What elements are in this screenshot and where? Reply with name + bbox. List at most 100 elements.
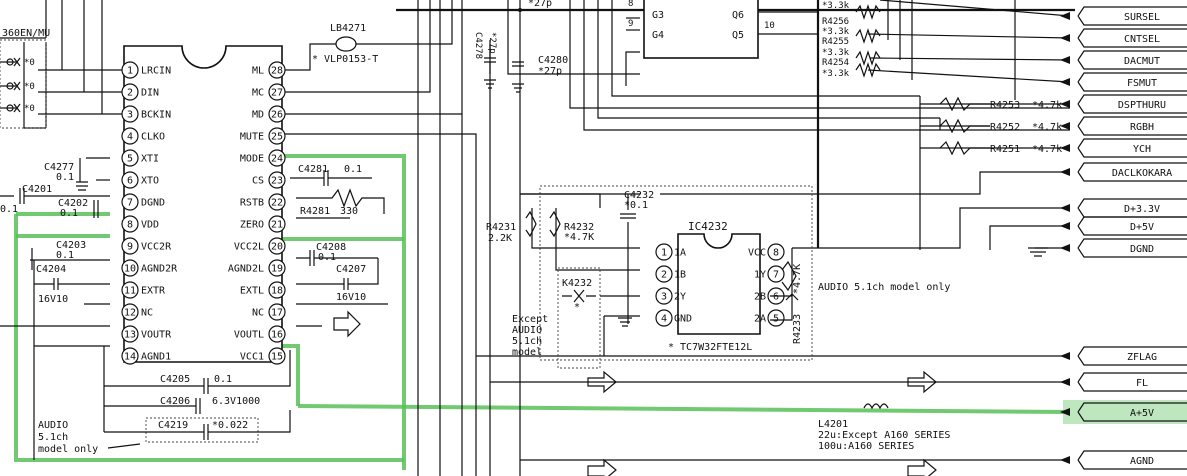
svg-text:*4.7k: *4.7k (1032, 100, 1062, 111)
svg-text:*3.3k: *3.3k (822, 69, 850, 79)
svg-text:model: model (512, 347, 542, 358)
capacitor-c4204: C4204 16V10 (0, 260, 110, 460)
connector-label: CNTSEL (1124, 34, 1160, 45)
svg-text:*3.3k: *3.3k (822, 48, 850, 58)
pin-name: 1A (674, 248, 686, 259)
capacitor-c4208: C4208 0.1 (296, 242, 378, 266)
pin-name: VCC2R (141, 242, 172, 253)
pin-number: 9 (127, 242, 133, 253)
capacitor-c4219: C4219 *0.022 (103, 346, 291, 443)
resistor-r4251: R4251 *4.7k (939, 140, 1062, 156)
capacitor-c4203: C4203 0.1 (30, 240, 110, 270)
capacitor-c4202: C4202 0.1 (58, 198, 99, 219)
pin-number: 1 (127, 66, 133, 77)
pin-name: CS (252, 176, 264, 187)
connector-label: A+5V (1130, 408, 1154, 419)
capacitor-c4278: C4278 *27p (473, 32, 497, 89)
connector-label: SURSEL (1124, 12, 1160, 23)
svg-text:22u:Except A160 SERIES: 22u:Except A160 SERIES (818, 430, 950, 441)
resistor-r4281: R4281 330 (296, 188, 385, 219)
svg-text:C4219: C4219 (158, 420, 188, 431)
connector-flags: SURSELCNTSELDACMUTFSMUTDSPTHURURGBHYCHDA… (1060, 6, 1187, 470)
svg-text:G4: G4 (652, 30, 664, 41)
pin-5: 52A (754, 309, 785, 327)
svg-text:AUDIO: AUDIO (512, 325, 542, 336)
connector-fsmut: FSMUT (1060, 72, 1187, 92)
svg-text:C4205: C4205 (160, 374, 190, 385)
svg-text:360EN/MU: 360EN/MU (2, 28, 50, 39)
svg-text:LB4271: LB4271 (330, 23, 366, 34)
svg-text:C4277: C4277 (44, 162, 74, 173)
svg-text:*4.7k: *4.7k (1032, 122, 1062, 133)
capacitor-c4206: C4206 6.3V1000 (104, 396, 260, 414)
connector-cntsel: CNTSEL (1060, 28, 1187, 48)
pin-number: 28 (271, 66, 283, 77)
pin-name: DGND (141, 198, 165, 209)
connector-sursel: SURSEL (1060, 6, 1187, 26)
pin-name: AGND1 (141, 352, 171, 363)
pin-name: ML (252, 66, 264, 77)
svg-text:*0: *0 (24, 58, 35, 68)
svg-text:*27p: *27p (487, 32, 497, 54)
pin-number: 15 (271, 352, 283, 363)
svg-text:R4251: R4251 (990, 144, 1020, 155)
pin-number: 26 (271, 110, 283, 121)
svg-text:*0: *0 (24, 82, 35, 92)
connector-label: AGND (1130, 456, 1154, 467)
pin-number: 2 (127, 88, 133, 99)
connector-label: ZFLAG (1127, 352, 1157, 363)
pin-name: MODE (240, 154, 264, 165)
source-connector: 360EN/MU *0 *0 *0 (0, 28, 50, 129)
svg-text:C4208: C4208 (316, 242, 346, 253)
connector-d-5v: D+5V (1060, 216, 1187, 236)
svg-text:11: 11 (822, 0, 833, 3)
svg-text:*27p: *27p (528, 0, 552, 9)
pin-name: BCKIN (141, 110, 171, 121)
note-audio51-only: AUDIO 5.1ch model only (818, 282, 950, 293)
svg-text:*: * (574, 302, 580, 313)
connector-d-3-3v: D+3.3V (1060, 198, 1187, 218)
svg-text:*0.022: *0.022 (212, 420, 248, 431)
connector-agnd: AGND (1060, 450, 1187, 470)
connector-label: FSMUT (1127, 78, 1157, 89)
pin-number: 4 (127, 132, 133, 143)
pin-name: 2Y (674, 292, 686, 303)
pin-28: 28 ML (252, 61, 286, 79)
svg-text:8: 8 (628, 0, 633, 9)
dac-right-pins: 28ML27MC26MD25MUTE24MODE23CS22RSTB21ZERO… (228, 61, 286, 365)
pin-name: RSTB (240, 198, 264, 209)
svg-text:R4281: R4281 (300, 206, 330, 217)
connector-dgnd: DGND (1060, 238, 1187, 258)
svg-text:R4233: R4233 (792, 314, 803, 344)
connector-label: D+3.3V (1124, 204, 1160, 215)
connector-ych: YCH (1060, 138, 1187, 158)
note-audio-51ch: AUDIO 5.1ch model only (38, 420, 141, 455)
svg-text:C4281: C4281 (298, 164, 328, 175)
svg-text:C4204: C4204 (36, 264, 66, 275)
pin-number: 12 (124, 308, 136, 319)
pin-number: 13 (124, 330, 136, 341)
pin-number: 21 (271, 220, 283, 231)
svg-text:6.3V1000: 6.3V1000 (212, 396, 260, 407)
pin-name: 1Y (754, 270, 766, 281)
svg-text:C4202: C4202 (58, 198, 88, 209)
svg-text:Except: Except (512, 314, 548, 325)
svg-text:C4278: C4278 (473, 32, 483, 59)
pin-7: 71Y (754, 265, 785, 283)
svg-text:C4280: C4280 (538, 55, 568, 66)
connector-label: D+5V (1130, 222, 1154, 233)
svg-text:10: 10 (764, 21, 775, 31)
svg-text:16V10: 16V10 (336, 292, 366, 303)
